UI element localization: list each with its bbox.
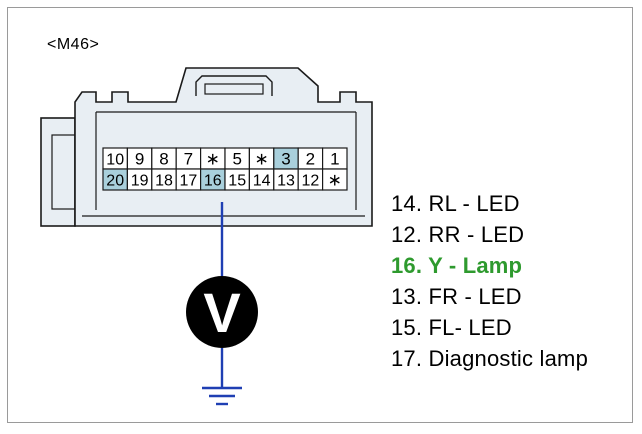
- pin-label: 15: [228, 173, 246, 190]
- pin-label: 8: [159, 150, 168, 169]
- pin-bottom-1: 19: [126, 168, 153, 191]
- legend-item: 13. FR - LED: [391, 284, 522, 309]
- pin-top-9: 1: [322, 147, 348, 170]
- pin-bottom-0: 20: [102, 168, 128, 191]
- pin-bottom-8: 12: [297, 168, 324, 191]
- pin-cell: [322, 168, 348, 191]
- pin-label: 13: [277, 173, 295, 190]
- connector-name: <M46>: [47, 36, 100, 53]
- pin-label: 9: [135, 150, 144, 169]
- pin-top-4: ∗: [200, 147, 226, 170]
- connector-latch-window: [204, 83, 264, 95]
- pin-top-3: 7: [175, 147, 202, 170]
- connector-latch: [195, 75, 273, 96]
- pin-label: ∗: [328, 171, 342, 190]
- pin-top-2: 8: [151, 147, 177, 170]
- pin-label: 17: [180, 173, 198, 190]
- pin-label: 1: [330, 150, 339, 169]
- pin-bottom-5: 15: [224, 168, 250, 191]
- pin-label: ∗: [206, 150, 220, 169]
- pin-bottom-3: 17: [175, 168, 202, 191]
- pin-bottom-9: ∗: [322, 168, 348, 191]
- ground-icon: [202, 386, 242, 406]
- connector-left-tab: [40, 117, 76, 227]
- pin-top-0: 10: [102, 147, 128, 170]
- connector-body: [40, 67, 373, 227]
- voltmeter-symbol: V: [203, 281, 240, 344]
- pin-bottom-6: 14: [248, 168, 275, 191]
- voltmeter-icon: [186, 276, 258, 348]
- legend-item: 17. Diagnostic lamp: [391, 346, 589, 371]
- pin-label: 20: [106, 173, 124, 190]
- legend-item: 16. Y - Lamp: [391, 253, 523, 278]
- pin-label: 19: [131, 173, 149, 190]
- pin-bottom-4: 16: [200, 168, 226, 191]
- pin-top-6: ∗: [248, 147, 275, 170]
- pin-legend: 14. RL - LED 12. RR - LED 16. Y - Lamp 13. …: [391, 188, 588, 374]
- pin-top-8: 2: [297, 147, 324, 170]
- pin-label: 5: [232, 150, 241, 169]
- pin-top-5: 5: [224, 147, 250, 170]
- pin-label: ∗: [254, 150, 268, 169]
- pin-label: 16: [204, 173, 222, 190]
- pin-label: 7: [184, 150, 193, 169]
- pin-label: 3: [281, 150, 290, 169]
- pin-label: 14: [253, 173, 271, 190]
- pin-label: 10: [106, 152, 124, 169]
- pin-top-1: 9: [126, 147, 153, 170]
- pin-bottom-7: 13: [273, 168, 299, 191]
- pin-label: 12: [302, 173, 320, 190]
- legend-item: 15. FL- LED: [391, 315, 512, 340]
- pin-label: 18: [155, 173, 173, 190]
- legend-item: 12. RR - LED: [391, 222, 525, 247]
- pin-bottom-2: 18: [151, 168, 177, 191]
- pin-label: 2: [306, 150, 315, 169]
- pin-top-7: 3: [273, 147, 299, 170]
- legend-item: 14. RL - LED: [391, 191, 520, 216]
